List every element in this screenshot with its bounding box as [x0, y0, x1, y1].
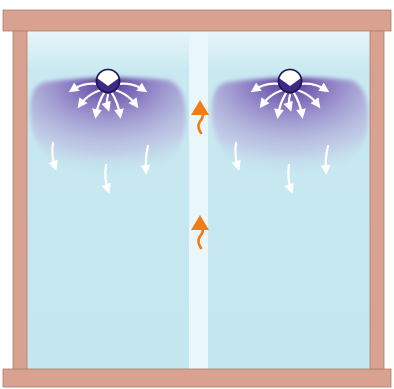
arrow-down-icon	[48, 141, 58, 171]
supply-arrows-right	[231, 82, 331, 194]
arrow-down-icon	[110, 91, 124, 119]
arrow-down-icon	[284, 163, 294, 194]
wavy-arrow-up-icon	[191, 215, 209, 250]
wavy-arrow-up-icon	[191, 100, 209, 135]
arrow-down-icon	[101, 93, 111, 112]
arrow-down-icon	[140, 144, 151, 175]
supply-plume-left	[30, 68, 187, 194]
rising-air-column	[189, 31, 208, 369]
arrow-down-icon	[116, 82, 148, 93]
arrow-down-icon	[101, 163, 111, 194]
return-air-arrows	[191, 100, 209, 250]
supply-plume-right	[212, 68, 369, 194]
plume-cloud-right	[212, 77, 369, 178]
arrow-down-icon	[259, 88, 285, 109]
arrow-down-icon	[113, 88, 139, 109]
ceiling	[2, 9, 392, 32]
arrow-down-icon	[283, 93, 293, 112]
arrow-down-icon	[250, 82, 282, 93]
arrow-down-icon	[274, 91, 288, 119]
arrow-down-icon	[320, 144, 331, 175]
arrow-down-icon	[92, 91, 106, 119]
floor	[2, 368, 392, 388]
right-wall	[369, 30, 385, 370]
swirl-diffuser-icon	[95, 68, 121, 94]
arrow-down-icon	[68, 82, 100, 93]
room-frame	[2, 9, 392, 388]
arrow-down-icon	[77, 88, 103, 109]
swirl-diffuser-icon	[277, 68, 303, 94]
arrow-down-icon	[292, 91, 306, 119]
arrow-down-icon	[298, 82, 330, 93]
left-wall	[12, 30, 28, 370]
arrow-down-icon	[231, 141, 241, 171]
arrow-down-icon	[295, 88, 321, 109]
supply-arrows-left	[48, 82, 151, 194]
